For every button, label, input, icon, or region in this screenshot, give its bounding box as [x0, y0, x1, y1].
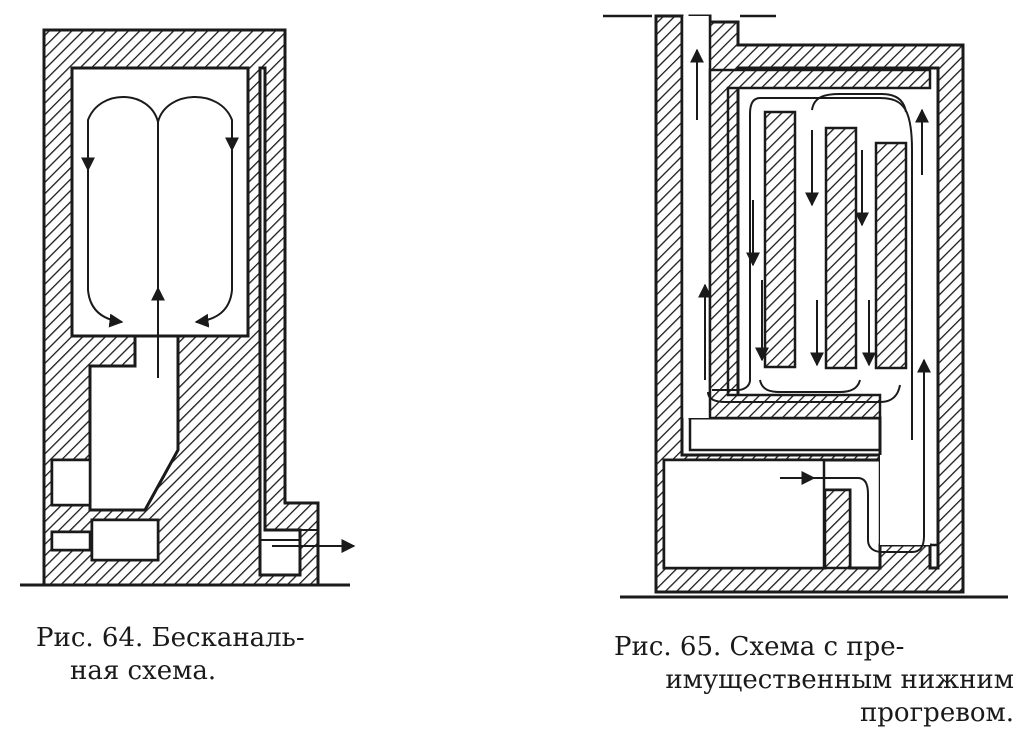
caption-line: прогревом.: [859, 698, 1014, 728]
figure-64-caption: Рис. 64. Бесканаль- ная схема.: [36, 622, 396, 688]
caption-line: Рис. 65. Схема с пре-: [614, 632, 905, 662]
caption-line: имущественным нижним: [665, 665, 1014, 695]
figure-65-diagram: [603, 14, 1008, 599]
baffle-2: [824, 126, 858, 370]
firebox-divider: [823, 488, 852, 570]
down-channel: [880, 455, 930, 545]
ash-door: [50, 458, 92, 507]
inner-wall-u: [708, 68, 932, 420]
main-chamber-outline: [70, 66, 250, 338]
baffle-1: [763, 110, 797, 369]
firebox: [662, 458, 826, 570]
figure-65-caption: Рис. 65. Схема с пре- имущественным нижн…: [614, 631, 1014, 730]
firebox-outline: [90, 336, 180, 512]
ash-pit: [50, 530, 92, 552]
flue-channel-outline: [259, 68, 318, 541]
caption-line: Рис. 64. Бесканаль-: [36, 623, 305, 653]
caption-line: ная схема.: [70, 656, 217, 686]
gas-flow-arrows: [81, 96, 356, 553]
baffle-3: [874, 141, 908, 370]
figure-64-diagram: [20, 28, 356, 587]
grate-opening: [90, 518, 160, 562]
gas-flow-arrows: [690, 48, 931, 553]
